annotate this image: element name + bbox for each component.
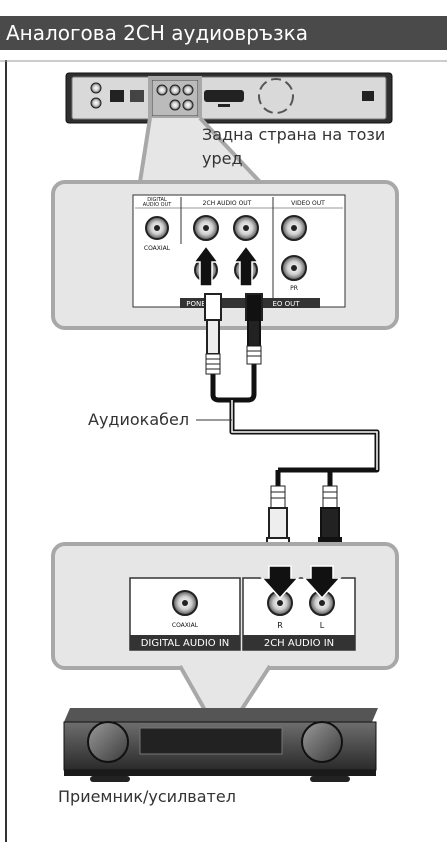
label-audio-cable: Аудиокабел — [88, 410, 190, 429]
callout-wedge-top — [140, 118, 260, 182]
label-digital-audio-in: DIGITAL AUDIO IN — [141, 638, 230, 649]
label-2ch-audio-in: 2CH AUDIO IN — [264, 638, 334, 649]
label-video-out: VIDEO OUT — [291, 200, 325, 207]
label-coaxial-out: COAXIAL — [144, 245, 171, 252]
player-device — [65, 72, 393, 124]
arrow-down-left — [260, 565, 300, 600]
cable-highlight — [231, 400, 378, 470]
section-header: Аналогова 2CH аудиовръзка — [0, 16, 447, 50]
label-coaxial-in: COAXIAL — [172, 622, 199, 629]
label-2ch-audio-out: 2CH AUDIO OUT — [203, 200, 252, 207]
plug-white-top — [204, 293, 222, 375]
label-digital-audio-out-1: DIGITAL — [147, 197, 167, 203]
label-component-right: EO OUT — [272, 300, 300, 308]
label-pr: PR — [290, 285, 298, 292]
label-l: L — [320, 621, 325, 630]
arrow-up-left — [192, 244, 220, 287]
label-receiver: Приемник/усилвател — [58, 787, 236, 806]
label-component-left: PONE — [186, 300, 205, 308]
section-title: Аналогова 2CH аудиовръзка — [6, 21, 309, 45]
arrow-up-right — [232, 244, 260, 287]
label-r: R — [277, 621, 283, 630]
left-margin-rule — [5, 60, 7, 842]
label-rear-panel-line1: Задна страна на този — [202, 125, 386, 144]
plug-black-top — [245, 293, 263, 365]
arrow-down-right — [302, 565, 342, 600]
receiver-panel-zoom — [51, 542, 399, 670]
receiver-device — [63, 708, 378, 782]
audio-cable — [210, 362, 380, 500]
label-digital-audio-out-2: AUDIO OUT — [143, 202, 173, 208]
label-rear-panel-line2: уред — [202, 149, 243, 168]
